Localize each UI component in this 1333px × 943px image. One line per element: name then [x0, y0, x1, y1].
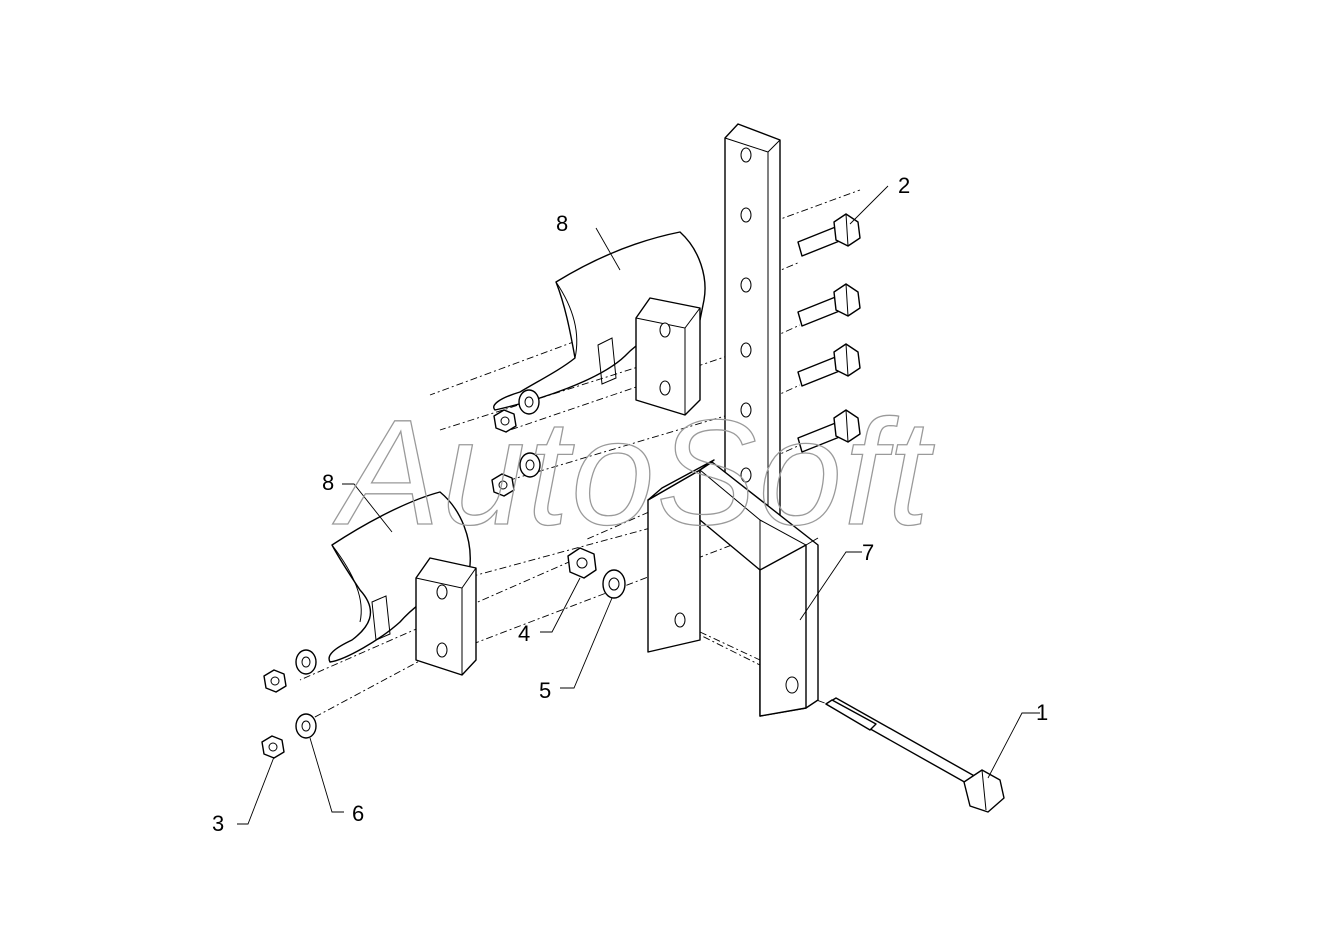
- nut-part-4: [567, 547, 597, 579]
- washer-part-6: [295, 713, 317, 739]
- leader-lines: [237, 185, 1040, 825]
- callout-3: 3: [212, 811, 224, 836]
- bracket-hole: [785, 676, 799, 694]
- bolts-part-2: [797, 213, 861, 453]
- bar-holes: [740, 147, 752, 483]
- callout-5: 5: [539, 678, 551, 703]
- callout-labels: 1 2 3 4 5 6 7 8 8: [212, 173, 1048, 836]
- bolt-2a: [797, 213, 861, 257]
- washer-part-5: [602, 569, 626, 599]
- bolt-2c: [797, 343, 861, 387]
- bracket-part-7: [647, 123, 819, 717]
- callout-2: 2: [898, 173, 910, 198]
- callout-1: 1: [1036, 700, 1048, 725]
- washer-lower-1: [295, 649, 317, 675]
- guard-plate-upper-part-8: [493, 231, 706, 416]
- nut-upper-1: [493, 409, 517, 433]
- callout-4: 4: [518, 621, 530, 646]
- watermark-text: AutoSoft: [332, 388, 935, 556]
- bolt-2d: [797, 409, 861, 453]
- fasteners: [261, 389, 626, 759]
- callout-8-lower: 8: [322, 470, 334, 495]
- callout-6: 6: [352, 801, 364, 826]
- bolt-2b: [797, 283, 861, 327]
- long-bolt-part-1: [825, 697, 1005, 813]
- nut-lower-1: [263, 669, 287, 693]
- guard-plate-lower-part-8: [328, 491, 477, 676]
- nut-part-3: [261, 735, 285, 759]
- washer-upper-1: [518, 389, 540, 415]
- nut-upper-2: [491, 473, 515, 497]
- callout-8-upper: 8: [556, 211, 568, 236]
- callout-7: 7: [862, 540, 874, 565]
- washer-upper-2: [519, 452, 541, 478]
